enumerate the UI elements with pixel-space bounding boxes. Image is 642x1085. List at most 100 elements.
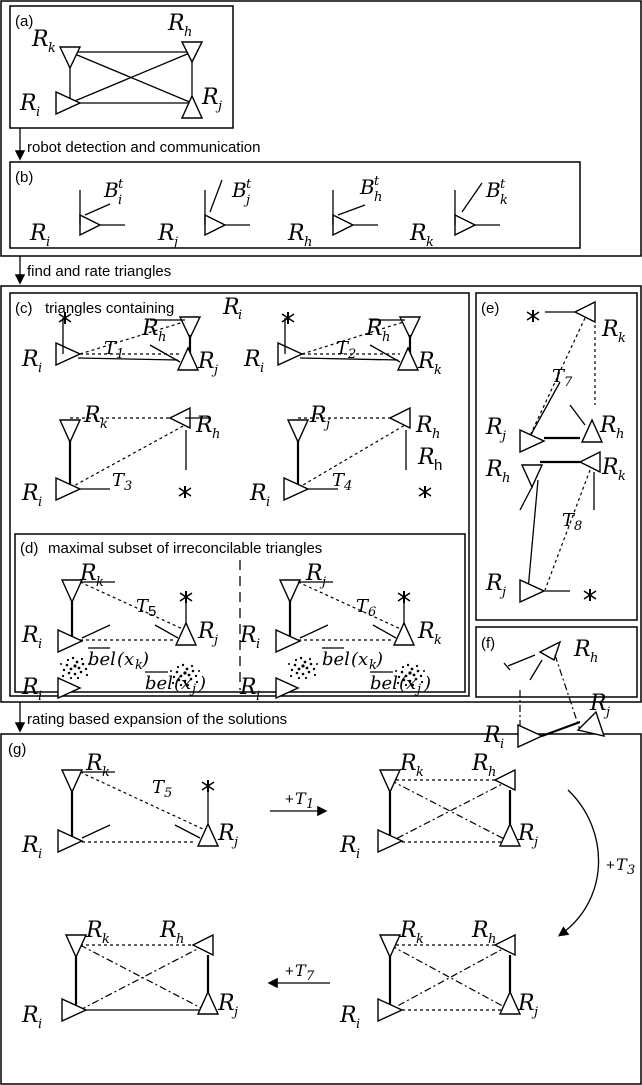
- panel-d-frame: [14, 533, 466, 693]
- svg-text:R: R: [339, 1003, 357, 1028]
- svg-text:T: T: [562, 510, 576, 531]
- svg-text:h: h: [616, 427, 624, 442]
- svg-text:R: R: [21, 833, 39, 858]
- svg-text:k: k: [416, 932, 424, 947]
- panel-f-frame: [475, 626, 638, 698]
- svg-text:R: R: [485, 571, 503, 596]
- svg-text:j: j: [243, 193, 250, 208]
- svg-text:R: R: [589, 691, 607, 716]
- svg-text:j: j: [531, 835, 538, 850]
- svg-text:(x: (x: [174, 673, 191, 694]
- svg-text:i: i: [356, 1017, 360, 1032]
- svg-text:R: R: [85, 751, 103, 776]
- svg-text:R: R: [599, 413, 617, 438]
- svg-text:bel: bel: [88, 649, 116, 670]
- svg-text:R: R: [167, 11, 185, 36]
- svg-text:R: R: [309, 403, 327, 428]
- panel-d-label: (d): [20, 540, 38, 557]
- svg-text:R: R: [415, 413, 433, 438]
- svg-text:i: i: [38, 689, 42, 704]
- svg-text:T: T: [295, 789, 307, 808]
- panel-f-label: (f): [481, 635, 495, 652]
- svg-text:h: h: [158, 330, 166, 345]
- svg-text:): ): [375, 649, 383, 670]
- svg-text:h: h: [176, 932, 184, 947]
- panel-f-content: [503, 640, 606, 749]
- svg-text:R: R: [305, 561, 323, 586]
- svg-text:bel: bel: [145, 673, 173, 694]
- svg-text:R: R: [409, 221, 427, 246]
- panel-e-content: [519, 300, 604, 604]
- svg-text:B: B: [231, 178, 247, 202]
- svg-text:bel: bel: [322, 649, 350, 670]
- svg-text:i: i: [256, 689, 260, 704]
- svg-text:5: 5: [164, 786, 172, 801]
- svg-text:T: T: [332, 470, 346, 491]
- svg-text:R: R: [197, 349, 215, 374]
- svg-text:t: t: [246, 177, 252, 192]
- svg-text:T: T: [136, 596, 150, 617]
- svg-text:R: R: [517, 821, 535, 846]
- svg-text:j: j: [499, 429, 506, 444]
- step-find-label: find and rate triangles: [27, 263, 171, 280]
- panel-d-content: [57, 560, 425, 700]
- frame-g: [0, 733, 642, 1085]
- svg-text:i: i: [238, 308, 242, 323]
- svg-text:+: +: [285, 791, 294, 808]
- svg-text:1: 1: [116, 347, 124, 362]
- svg-text:j: j: [231, 1005, 238, 1020]
- svg-text:i: i: [256, 637, 260, 652]
- svg-text:5: 5: [148, 603, 156, 620]
- svg-text:R: R: [83, 403, 101, 428]
- svg-text:R: R: [243, 347, 261, 372]
- step-expand-label: rating based expansion of the solutions: [27, 711, 287, 728]
- svg-text:i: i: [500, 737, 504, 752]
- svg-text:j: j: [414, 682, 421, 697]
- svg-text:R: R: [141, 316, 159, 341]
- svg-text:k: k: [434, 363, 442, 378]
- solution-g2: [377, 768, 522, 854]
- svg-text:R: R: [21, 1003, 39, 1028]
- svg-text:T: T: [552, 366, 566, 387]
- svg-text:R: R: [417, 349, 435, 374]
- svg-text:+: +: [285, 963, 294, 980]
- svg-text:R: R: [601, 317, 619, 342]
- svg-text:k: k: [500, 193, 508, 208]
- svg-text:j: j: [319, 575, 326, 590]
- svg-text:R: R: [399, 918, 417, 943]
- svg-text:i: i: [356, 847, 360, 862]
- panel-b-label: (b): [15, 169, 33, 186]
- svg-text:+: +: [606, 857, 615, 874]
- panel-b-frame: [9, 161, 581, 249]
- panel-c-frame: [9, 292, 470, 697]
- svg-text:i: i: [36, 105, 40, 120]
- panel-g-content: [57, 768, 600, 1023]
- svg-text:R: R: [21, 347, 39, 372]
- svg-text:T: T: [295, 961, 307, 980]
- svg-text:R: R: [573, 637, 591, 662]
- svg-text:3: 3: [124, 479, 132, 494]
- svg-text:B: B: [485, 178, 501, 202]
- svg-text:k: k: [135, 658, 143, 673]
- svg-text:R: R: [339, 833, 357, 858]
- svg-text:t: t: [374, 174, 380, 189]
- svg-text:(x: (x: [351, 649, 368, 670]
- panel-c-title: triangles containing: [45, 300, 174, 317]
- svg-text:h: h: [434, 457, 442, 474]
- svg-text:t: t: [118, 177, 124, 192]
- panel-e-frame: [475, 292, 638, 621]
- svg-text:R: R: [159, 918, 177, 943]
- svg-text:R: R: [239, 675, 257, 700]
- svg-text:i: i: [118, 193, 122, 208]
- svg-text:R: R: [249, 481, 267, 506]
- svg-text:i: i: [38, 495, 42, 510]
- svg-text:(x: (x: [399, 673, 416, 694]
- svg-text:k: k: [96, 575, 104, 590]
- svg-text:R: R: [21, 623, 39, 648]
- svg-text:bel: bel: [370, 673, 398, 694]
- svg-text:j: j: [531, 1005, 538, 1020]
- svg-text:): ): [141, 649, 149, 670]
- svg-text:h: h: [212, 427, 220, 442]
- svg-text:T: T: [104, 338, 118, 359]
